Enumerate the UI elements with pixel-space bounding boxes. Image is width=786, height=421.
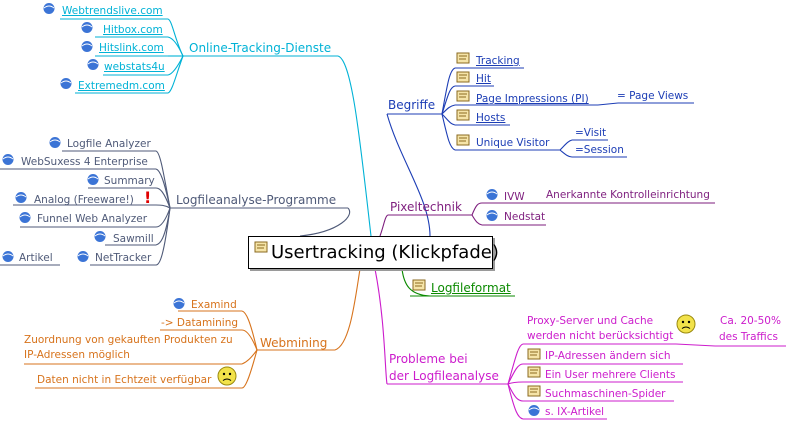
web-link-icon	[49, 137, 61, 148]
term-page-views: = Page Views	[617, 90, 689, 102]
web-link-icon	[43, 3, 55, 14]
note-icon	[456, 52, 470, 64]
problem-spider[interactable]: Suchmaschinen-Spider	[545, 388, 666, 400]
note-icon	[456, 71, 470, 83]
program-summary[interactable]: Summary	[104, 175, 155, 187]
web-link-icon	[77, 251, 89, 262]
problem-proxy-line2: werden nicht berücksichtigt	[527, 330, 674, 342]
note-icon	[456, 134, 470, 146]
web-link-icon	[528, 405, 540, 416]
branch-logfile-programs[interactable]: Logfileanalyse-Programme	[176, 193, 337, 207]
term-session: =Session	[575, 144, 624, 156]
sad-face-icon	[217, 366, 237, 386]
term-hosts[interactable]: Hosts	[476, 112, 506, 124]
term-page-impressions[interactable]: Page Impressions (PI)	[476, 93, 589, 105]
note-icon	[456, 90, 470, 102]
term-unique-visitor[interactable]: Unique Visitor	[476, 137, 550, 149]
web-link-icon	[2, 251, 14, 262]
program-sawmill[interactable]: Sawmill	[113, 233, 154, 245]
problem-multiple-clients[interactable]: Ein User mehrere Clients	[545, 369, 676, 381]
link-extremedm[interactable]: Extremedm.com	[78, 80, 165, 92]
problem-traffic-note-line2: des Traffics	[719, 331, 778, 343]
webmining-echtzeit: Daten nicht in Echtzeit verfügbar	[37, 374, 212, 386]
program-funnel-web-analyzer[interactable]: Funnel Web Analyzer	[37, 213, 148, 225]
note-icon	[254, 241, 268, 253]
branch-webmining[interactable]: Webmining	[260, 336, 328, 350]
program-nettracker[interactable]: NetTracker	[95, 252, 152, 264]
link-hitslink[interactable]: Hitslink.com	[99, 42, 164, 54]
web-link-icon	[2, 154, 14, 165]
pixel-nedstat[interactable]: Nedstat	[504, 211, 546, 223]
note-icon	[527, 385, 541, 397]
branch-online-tracking[interactable]: Online-Tracking-Dienste	[189, 41, 332, 55]
problem-ip-change[interactable]: IP-Adressen ändern sich	[545, 350, 671, 362]
term-visit: =Visit	[575, 127, 607, 139]
web-link-icon	[173, 298, 185, 309]
web-link-icon	[81, 22, 93, 33]
problem-proxy-line1: Proxy-Server und Cache	[527, 315, 654, 327]
problem-traffic-note-line1: Ca. 20-50%	[720, 315, 781, 327]
program-analog[interactable]: Analog (Freeware!)	[34, 194, 134, 206]
web-link-icon	[94, 231, 106, 242]
pixel-kontrolleinrichtung: Anerkannte Kontrolleinrichtung	[546, 189, 710, 201]
note-icon	[412, 279, 426, 291]
branch-probleme-line1[interactable]: Probleme bei	[389, 352, 468, 366]
web-link-icon	[486, 189, 498, 200]
branch-probleme-line2[interactable]: der Logfileanalyse	[389, 369, 499, 383]
link-artikel[interactable]: Artikel	[19, 252, 53, 264]
note-icon	[456, 109, 470, 121]
note-icon	[527, 348, 541, 360]
root-label: Usertracking (Klickpfade)	[271, 242, 499, 263]
web-link-icon	[60, 78, 72, 89]
exclamation-icon: !	[144, 188, 152, 207]
sad-face-icon	[676, 314, 696, 334]
branch-logfileformat[interactable]: Logfileformat	[431, 281, 511, 295]
program-websuxess[interactable]: WebSuxess 4 Enterprise	[21, 156, 148, 168]
link-webtrendslive[interactable]: Webtrendslive.com	[62, 5, 163, 17]
webmining-zuordnung-line1: Zuordnung von gekauften Produkten zu	[24, 334, 233, 346]
link-webstats4u[interactable]: webstats4u	[104, 61, 165, 73]
web-link-icon	[87, 174, 99, 185]
pixel-ivw[interactable]: IVW	[504, 191, 525, 203]
web-link-icon	[19, 212, 31, 223]
webmining-examind[interactable]: Examind	[191, 299, 237, 311]
root-node[interactable]	[248, 236, 493, 269]
webmining-zuordnung-line2: IP-Adressen möglich	[24, 349, 130, 361]
term-hit[interactable]: Hit	[476, 73, 491, 85]
web-link-icon	[81, 41, 93, 52]
program-logfile-analyzer[interactable]: Logfile Analyzer	[67, 138, 151, 150]
problem-ix-artikel[interactable]: s. IX-Artikel	[545, 406, 605, 418]
webmining-datamining: -> Datamining	[161, 317, 239, 329]
web-link-icon	[486, 210, 498, 221]
web-link-icon	[15, 192, 27, 203]
web-link-icon	[87, 59, 99, 70]
note-icon	[527, 366, 541, 378]
term-tracking[interactable]: Tracking	[476, 55, 520, 67]
branch-pixeltechnik[interactable]: Pixeltechnik	[390, 200, 462, 214]
branch-begriffe[interactable]: Begriffe	[388, 98, 436, 112]
link-hitbox[interactable]: Hitbox.com	[103, 24, 163, 36]
